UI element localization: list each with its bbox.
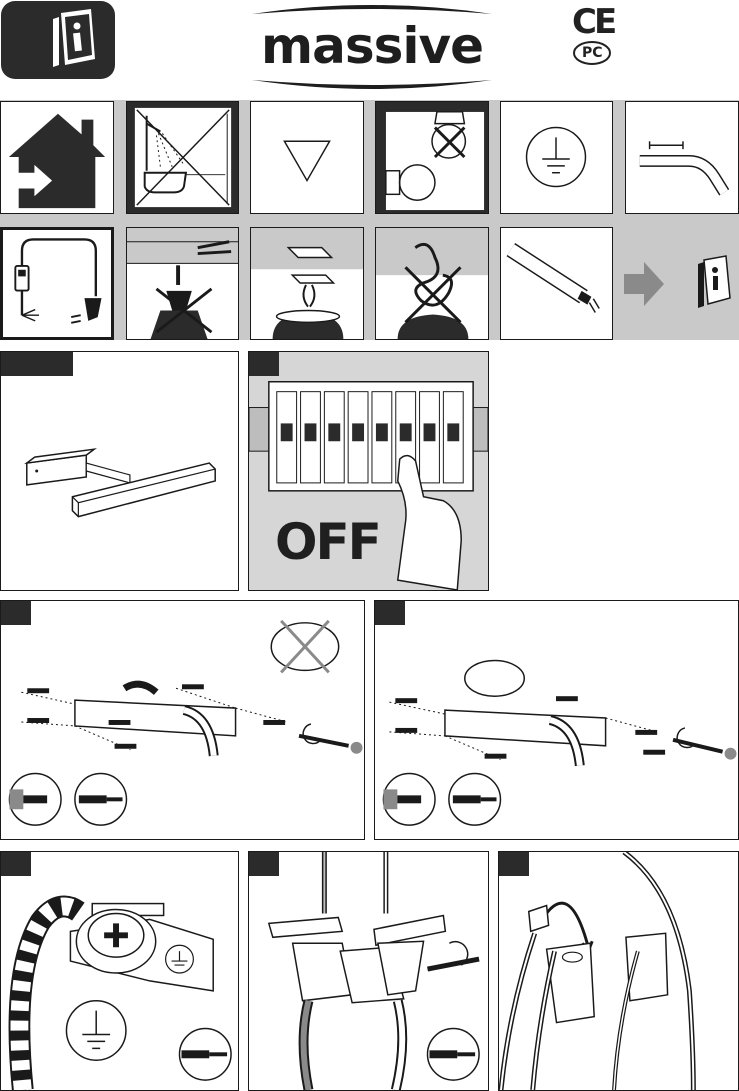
manual-info-badge xyxy=(1,1,115,79)
junction-box-illustration xyxy=(375,601,738,839)
panel-tab xyxy=(249,352,279,376)
mounting-illustration xyxy=(1,601,364,839)
ce-mark: CE xyxy=(572,2,614,42)
cord-switch-plug-icon xyxy=(0,227,114,340)
earth-connection-panel xyxy=(0,851,239,1091)
product-overview-panel xyxy=(0,351,239,591)
off-label: OFF xyxy=(275,512,380,572)
breaker-lever xyxy=(352,423,364,441)
breaker-lever xyxy=(281,423,293,441)
junction-box-step-panel xyxy=(374,600,739,840)
no-drilling-near-cables-icon xyxy=(126,227,239,340)
mounting-step-panel xyxy=(0,600,365,840)
breaker-lever xyxy=(400,423,412,441)
no-tangled-wiring-icon xyxy=(375,227,489,340)
earth-terminal-illustration xyxy=(1,852,238,1090)
breaker-lever xyxy=(447,423,459,441)
see-manual-icon xyxy=(616,244,736,324)
panel-tab xyxy=(499,852,529,876)
bulb-not-touching-ceiling-icon xyxy=(375,101,489,214)
panel-tab xyxy=(1,601,31,625)
cover-fitting-illustration xyxy=(499,852,738,1090)
terminal-block-illustration xyxy=(249,852,488,1090)
breaker-lever xyxy=(376,423,388,441)
cable-strip-length-icon xyxy=(625,101,739,214)
brand-name: massive xyxy=(252,12,492,80)
breaker-lever xyxy=(424,423,436,441)
triangle-warning-icon xyxy=(250,101,364,214)
panel-tab xyxy=(375,601,405,625)
fluorescent-tube-icon xyxy=(500,227,613,340)
indoor-use-icon xyxy=(0,101,114,214)
panel-tab xyxy=(1,352,73,376)
cover-fitting-panel xyxy=(498,851,739,1091)
breaker-lever xyxy=(305,423,317,441)
wall-lamp-illustration xyxy=(1,352,238,590)
panel-tab xyxy=(249,852,279,876)
panel-tab xyxy=(1,852,31,876)
power-off-panel: OFF xyxy=(248,351,489,591)
bathroom-zone-forbidden-icon xyxy=(126,101,239,214)
terminal-connection-panel xyxy=(248,851,489,1091)
manual-info-icon xyxy=(1,1,115,79)
earth-ground-icon xyxy=(500,101,613,214)
ceiling-mount-icon xyxy=(250,227,364,340)
breaker-lever xyxy=(328,423,340,441)
pct-mark-text: PC xyxy=(582,45,603,61)
